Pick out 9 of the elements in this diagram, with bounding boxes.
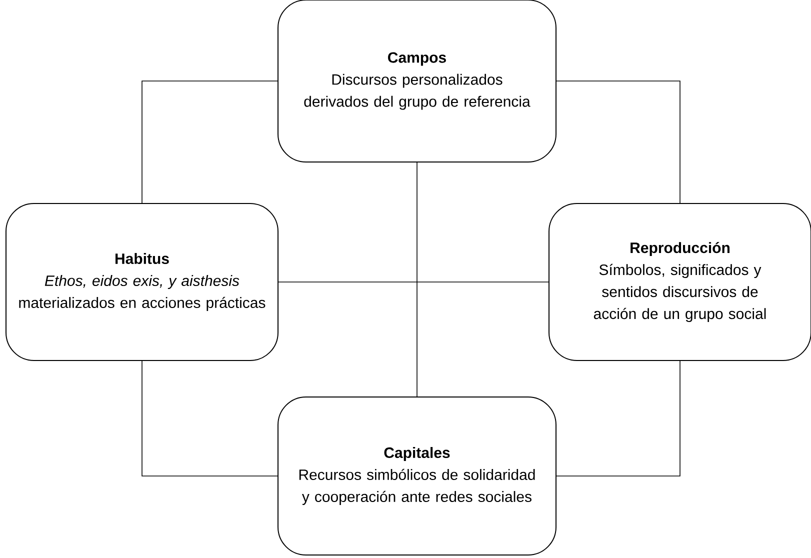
connector-line	[416, 162, 418, 397]
connector-line	[556, 80, 680, 204]
rounded-box: Capitales Recursos simbólicos de solidaridad y cooperación ante redes sociales	[278, 396, 556, 556]
connector-line	[142, 80, 278, 204]
connector-line	[142, 360, 278, 476]
connector-line	[556, 360, 680, 476]
rounded-box: Campos Discursos personalizados derivados del grupo de referencia	[278, 0, 556, 162]
rounded-box: Habitus Ethos, eidos exis, y aisthesis materializados en acciones prácticas	[6, 203, 278, 361]
rounded-box: Reproducción Símbolos, significados y sentidos discursivos de acción de un grupo social	[548, 203, 811, 361]
